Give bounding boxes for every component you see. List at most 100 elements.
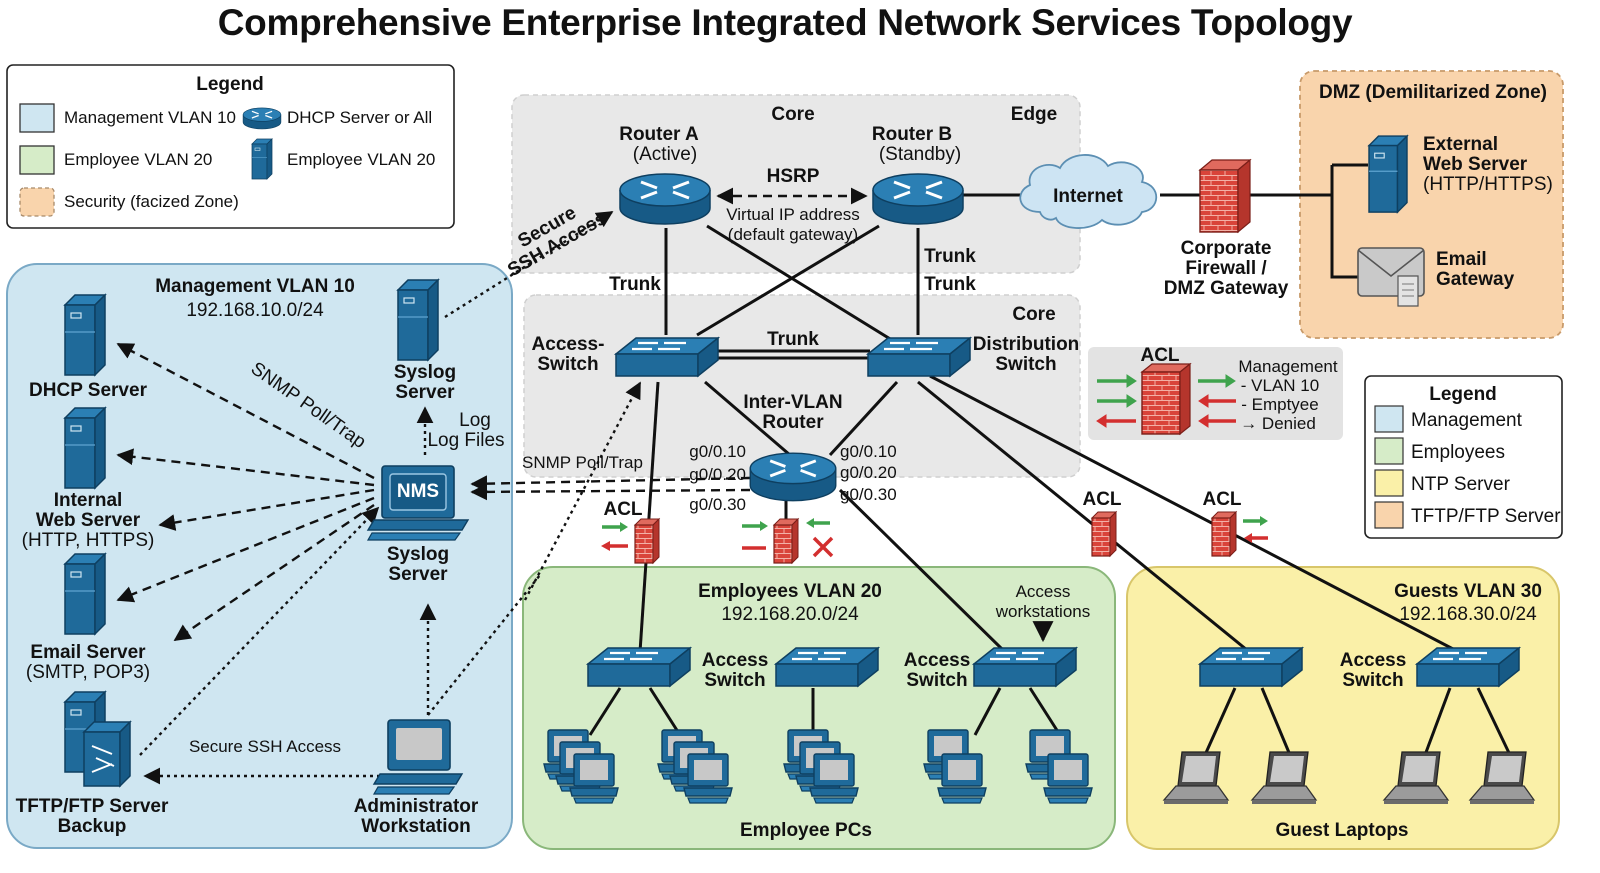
tftp-label-1: TFTP/FTP Server xyxy=(16,796,169,817)
acl-panel-line-2: - VLAN 10 xyxy=(1241,376,1319,395)
acl-firewall[interactable] xyxy=(773,518,799,564)
emp-access-switch-label-1: Access xyxy=(904,650,971,671)
web-server-label-2: Web Server xyxy=(1423,154,1528,175)
secure-ssh-label-mgmt: Secure SSH Access xyxy=(189,737,341,756)
hsrp-label: HSRP xyxy=(767,166,820,187)
acl-firewall[interactable] xyxy=(1091,511,1117,557)
access-switch-label-2: Switch xyxy=(537,354,598,375)
router-b[interactable] xyxy=(871,172,965,226)
tftp-server[interactable] xyxy=(64,691,132,788)
diagram-title: Comprehensive Enterprise Integrated Netw… xyxy=(218,2,1353,43)
dhcp-server[interactable] xyxy=(64,294,106,376)
dist-switch-label-1: Distribution xyxy=(973,334,1080,355)
legend-item-label: Security (facized Zone) xyxy=(64,192,239,211)
acl-firewall[interactable] xyxy=(634,518,660,564)
administrator-workstation[interactable] xyxy=(372,719,464,795)
admin-uplink xyxy=(427,574,541,716)
inter-vlan-router[interactable] xyxy=(748,451,838,503)
snmp-link-dhcp xyxy=(116,342,375,480)
trunk-label: Trunk xyxy=(924,274,976,295)
edge-label: Edge xyxy=(1011,104,1057,125)
trunk-label: Trunk xyxy=(767,329,819,350)
syslog-server-top[interactable] xyxy=(397,279,439,361)
internal-web-label-2: Web Server xyxy=(36,510,141,531)
access-ws-label-2: workstations xyxy=(995,602,1090,621)
core-access-switch[interactable] xyxy=(614,336,720,378)
legend-heading: Legend xyxy=(1429,384,1497,405)
link-sw-pc xyxy=(588,687,622,736)
email-server[interactable] xyxy=(64,553,106,635)
external-web-server[interactable] xyxy=(1368,135,1408,213)
legend-swatch-ntp xyxy=(1374,469,1404,497)
links xyxy=(116,163,1512,785)
corporate-firewall[interactable] xyxy=(1198,158,1252,234)
router-a-state: (Active) xyxy=(633,144,697,165)
emp-access-switch[interactable] xyxy=(972,646,1078,688)
internet-label: Internet xyxy=(1053,186,1123,207)
legend-swatch-employee xyxy=(19,145,55,175)
snmp-link-email xyxy=(116,496,375,603)
guest-access-switch[interactable] xyxy=(1415,646,1521,688)
acl-allow-arrows xyxy=(1096,374,1236,428)
acl-panel-line-1: Management xyxy=(1238,357,1338,376)
link-sw-pc xyxy=(973,687,1002,736)
snmp-link-access-switch xyxy=(523,381,642,601)
web-server-label-1: External xyxy=(1423,134,1498,155)
core-label-2: Core xyxy=(1012,304,1055,325)
link-sw-laptop xyxy=(1260,687,1292,756)
email-gateway[interactable] xyxy=(1357,247,1425,307)
link-sw-laptop xyxy=(1423,687,1452,756)
distribution-switch[interactable] xyxy=(866,336,972,378)
acl-label: ACL xyxy=(1082,489,1121,510)
internal-web-label-1: Internal xyxy=(54,490,123,511)
snmp-link-web xyxy=(116,448,375,487)
legend-swatch-management xyxy=(1374,405,1404,433)
syslog-bottom-label-1: Syslog xyxy=(387,544,449,565)
guest-access-switch[interactable] xyxy=(1198,646,1304,688)
vip-label: Virtual IP address xyxy=(726,205,860,224)
legend-item-label: Employee VLAN 20 xyxy=(287,150,435,169)
management-vlan-zone xyxy=(6,263,513,849)
mgmt-vlan-heading: Management VLAN 10 xyxy=(155,276,355,297)
router-b-name: Router B xyxy=(872,124,952,145)
legend-top-box xyxy=(6,64,455,229)
link-sw-laptop xyxy=(1203,687,1237,756)
acl-arrows xyxy=(1243,516,1268,543)
guest-access-switch-label-2: Switch xyxy=(1342,670,1403,691)
guests-vlan-zone xyxy=(1126,566,1560,850)
legend-swatch-management xyxy=(19,103,55,133)
legend-item-label: Employees xyxy=(1411,442,1505,463)
emp-access-switch-label-2: Switch xyxy=(704,670,765,691)
legend-item-label: TFTP/FTP Server xyxy=(1411,506,1561,527)
emp-access-switch[interactable] xyxy=(586,646,692,688)
trunk-label: Trunk xyxy=(609,274,661,295)
link-intervlan-access-ws xyxy=(838,488,1005,652)
subif-right: g0/0.20 xyxy=(840,463,897,482)
link-dmz-bus xyxy=(1330,165,1360,279)
log-label-2: Log Files xyxy=(427,430,504,451)
acl-panel-line-4: → Denied xyxy=(1240,414,1316,433)
internet-cloud[interactable] xyxy=(1019,154,1158,229)
tftp-to-nms-link xyxy=(139,506,380,756)
acl-arrows xyxy=(601,522,628,551)
legend-heading: Legend xyxy=(196,74,264,95)
guest-vlan-heading: Guests VLAN 30 xyxy=(1394,581,1542,602)
emp-vlan-subnet: 192.168.20.0/24 xyxy=(721,604,859,625)
internal-web-label-3: (HTTP, HTTPS) xyxy=(22,530,155,551)
router-a[interactable] xyxy=(618,172,712,226)
emp-access-switch[interactable] xyxy=(774,646,880,688)
subif-left: g0/0.30 xyxy=(689,495,746,514)
router-a-name: Router A xyxy=(619,124,699,145)
admin-label-1: Administrator xyxy=(354,796,479,817)
server-icon xyxy=(251,138,273,180)
router-icon xyxy=(242,107,282,130)
intervlan-label-1: Inter-VLAN xyxy=(743,392,842,413)
email-server-label-1: Email Server xyxy=(30,642,146,663)
nms-workstation[interactable] xyxy=(366,465,470,541)
link-sw-laptop xyxy=(1476,687,1512,756)
acl-label: ACL xyxy=(603,499,642,520)
acl-firewall[interactable] xyxy=(1211,511,1237,557)
internal-web-server[interactable] xyxy=(64,407,106,489)
snmp-link-extra xyxy=(173,504,375,641)
link-dist-guest-sw2 xyxy=(929,374,1456,652)
